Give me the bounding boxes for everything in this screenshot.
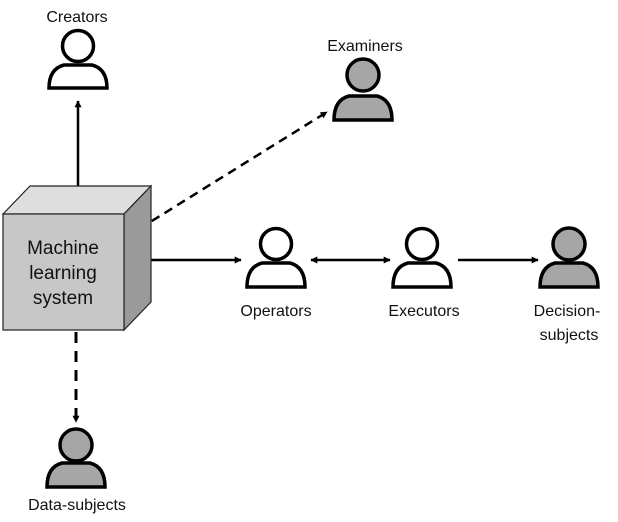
creators-label: Creators [46, 9, 107, 26]
examiners-person-icon [332, 57, 394, 122]
data-subjects-label: Data-subjects [28, 497, 126, 514]
decision-subjects-body [538, 261, 600, 289]
operators-label: Operators [240, 303, 311, 320]
cube-front-face [2, 213, 125, 331]
operators-person-icon [245, 226, 307, 289]
executors-body [391, 261, 453, 289]
decision-subjects-head [551, 226, 587, 262]
machine-learning-system-cube [1, 184, 153, 332]
creators-head [60, 28, 96, 64]
creators-person-icon [47, 28, 109, 90]
data-subjects-person-icon [45, 427, 107, 489]
data-subjects-head [58, 427, 94, 463]
system-label-line-1: Machine [27, 238, 99, 259]
examiners-body [332, 94, 394, 122]
executors-head [404, 226, 440, 262]
system-label-line-2: learning [29, 263, 97, 284]
decision-subjects-label-line-2: subjects [540, 327, 599, 344]
examiners-head [345, 57, 381, 93]
examiners-label: Examiners [327, 38, 403, 55]
connector-system-examiners [138, 110, 328, 231]
system-label-line-3: system [33, 288, 93, 309]
operators-head [258, 226, 294, 262]
decision-subjects-label-line-1: Decision- [534, 303, 601, 320]
decision-subjects-person-icon [538, 226, 600, 289]
executors-person-icon [391, 226, 453, 289]
creators-body [47, 63, 109, 90]
operators-body [245, 261, 307, 289]
executors-label: Executors [388, 303, 459, 320]
data-subjects-body [45, 461, 107, 489]
